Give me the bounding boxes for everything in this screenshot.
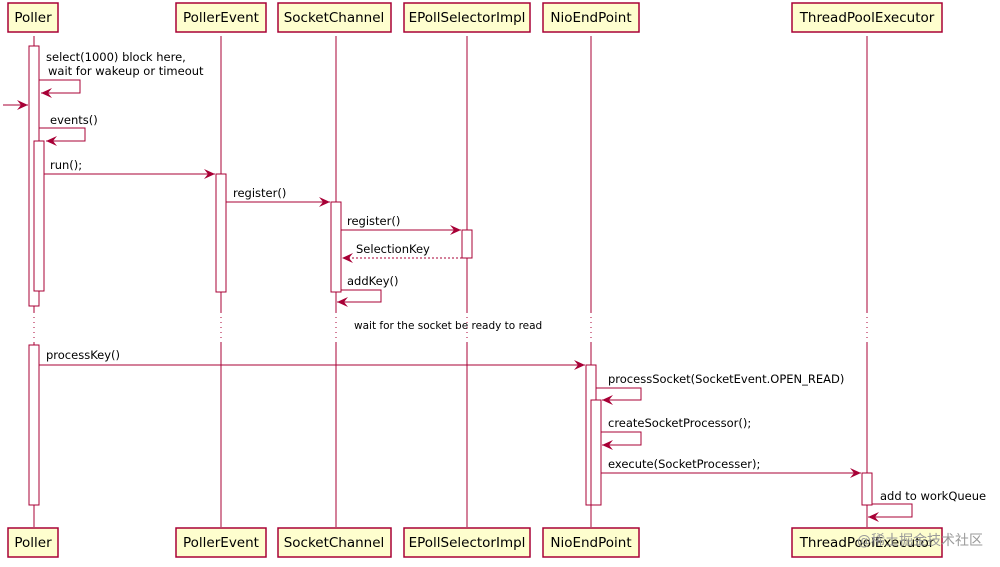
participant-box-poller-bottom <box>7 527 59 558</box>
activation-poller-processkey <box>28 344 40 506</box>
participant-label-nioendpoint-bottom: NioEndPoint <box>550 535 631 551</box>
participant-label-epollselectorimpl-bottom: EPollSelectorImpl <box>409 535 526 551</box>
participant-box-socketchannel-bottom <box>277 527 392 558</box>
message-arrow-createsocketprocessor <box>601 431 642 450</box>
participant-label-threadpoolexecutor: ThreadPoolExecutor <box>799 10 935 26</box>
message-label-selectionkey: SelectionKey <box>356 242 430 256</box>
participant-label-epollselectorimpl: EPollSelectorImpl <box>409 10 526 26</box>
activation-nioendpoint-nested <box>590 399 602 506</box>
activation-socketchannel <box>330 201 342 293</box>
participant-label-threadpoolexecutor-bottom: ThreadPoolExecutor <box>799 535 935 551</box>
participant-box-pollerevent-bottom <box>175 527 267 558</box>
activation-epollselectorimpl <box>461 229 473 259</box>
participant-box-epollselectorimpl <box>403 2 531 33</box>
message-label-register-socketchannel: register() <box>233 186 286 200</box>
message-label-processsocket: processSocket(SocketEvent.OPEN_READ) <box>608 372 844 386</box>
participant-label-poller-bottom: Poller <box>14 535 52 551</box>
participants-bottom: Poller PollerEvent SocketChannel EPollSe… <box>7 527 943 558</box>
message-label-processkey: processKey() <box>46 348 120 362</box>
message-label-add-to-workqueue: add to workQueue <box>880 489 986 503</box>
participant-label-poller: Poller <box>14 10 52 26</box>
message-arrow-select <box>39 79 81 98</box>
participant-label-nioendpoint: NioEndPoint <box>550 10 631 26</box>
participant-box-socketchannel <box>277 2 392 33</box>
message-arrow-addkey <box>337 289 382 307</box>
participant-box-threadpoolexecutor <box>791 2 943 33</box>
participant-label-socketchannel-bottom: SocketChannel <box>284 535 385 551</box>
participant-label-pollerevent-bottom: PollerEvent <box>183 535 259 551</box>
messages: select(1000) block here, wait for wakeup… <box>39 50 986 522</box>
delay-note: wait for the socket be ready to read <box>354 320 542 332</box>
activation-poller-events <box>33 140 45 292</box>
message-arrow-add-to-workqueue <box>868 503 913 522</box>
participant-label-socketchannel: SocketChannel <box>284 10 385 26</box>
activation-bars <box>28 45 873 506</box>
participant-box-threadpoolexecutor-bottom <box>791 527 943 558</box>
message-label-events: events() <box>50 113 98 127</box>
participant-box-pollerevent <box>175 2 267 33</box>
message-arrow-events <box>39 127 86 146</box>
message-label-addkey: addKey() <box>347 274 398 288</box>
message-label-select-line2: wait for wakeup or timeout <box>48 64 204 78</box>
message-label-register-epoll: register() <box>347 214 400 228</box>
message-label-createsocketprocessor: createSocketProcessor(); <box>608 416 751 430</box>
participant-label-pollerevent: PollerEvent <box>183 10 259 26</box>
participant-box-nioendpoint <box>542 2 640 33</box>
lifelines <box>33 36 868 527</box>
participant-box-nioendpoint-bottom <box>542 527 640 558</box>
activation-threadpoolexecutor <box>861 472 873 506</box>
participant-box-epollselectorimpl-bottom <box>403 527 531 558</box>
participant-box-poller <box>7 2 59 33</box>
message-label-select-line1: select(1000) block here, <box>46 50 186 64</box>
watermark: @稀土掘金技术社区 <box>857 533 983 549</box>
participants-top: Poller PollerEvent SocketChannel EPollSe… <box>7 2 943 33</box>
activation-pollerevent <box>215 173 227 293</box>
message-label-execute: execute(SocketProcesser); <box>608 457 760 471</box>
message-arrow-processsocket <box>596 387 642 405</box>
message-label-run: run(); <box>50 158 82 172</box>
message-label-select: select(1000) block here, wait for wakeup… <box>46 50 204 78</box>
